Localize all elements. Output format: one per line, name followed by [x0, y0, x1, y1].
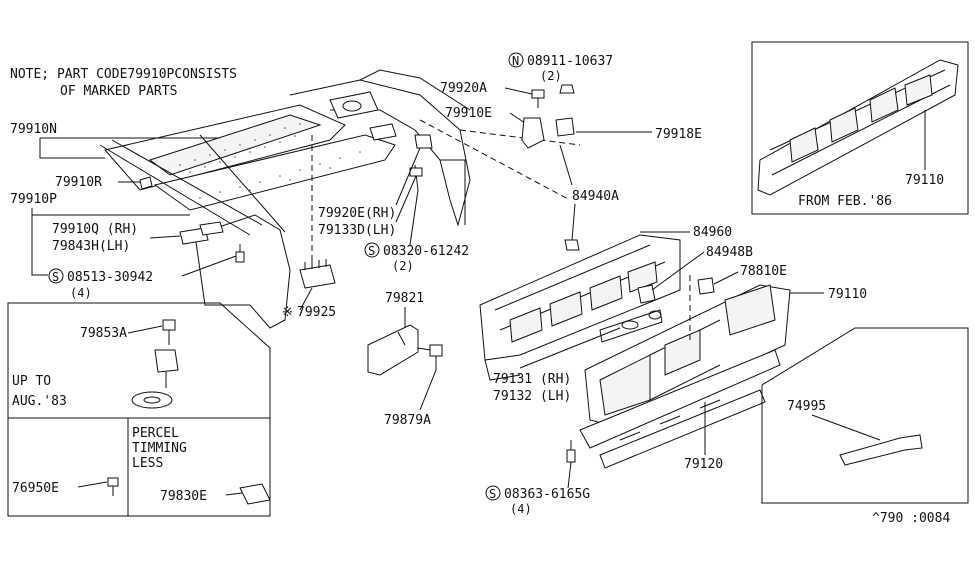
inset-percel-timming-less	[7, 417, 271, 517]
label-08911-prefix: N	[512, 54, 519, 68]
label-79131: 79131 (RH)	[493, 372, 571, 387]
label-08320-61242: 08320-61242	[383, 244, 469, 259]
label-79925-mark: ※	[282, 305, 293, 320]
label-08513-30942: 08513-30942	[67, 270, 153, 285]
bracket-79910E	[521, 117, 545, 149]
clip-84940A	[564, 239, 580, 251]
label-84948B: 84948B	[706, 245, 753, 260]
n-mark-08911	[508, 52, 524, 68]
label-79920A: 79920A	[440, 81, 487, 96]
label-08911-qty: (2)	[540, 69, 562, 83]
label-79910P: 79910P	[10, 192, 57, 207]
label-79132: 79132 (LH)	[493, 389, 571, 404]
label-79910E: 79910E	[445, 106, 492, 121]
s-mark-08320	[364, 242, 380, 258]
inset-feb86-caption: FROM FEB.'86	[798, 194, 892, 209]
s-mark-08363	[485, 485, 501, 501]
label-79843H: 79843H(LH)	[52, 239, 130, 254]
screw-78810E	[697, 277, 715, 295]
bracket-79821-assembly	[367, 324, 443, 376]
label-79133D: 79133D(LH)	[318, 223, 396, 238]
label-79910Q: 79910Q (RH)	[52, 222, 138, 237]
label-76950E: 76950E	[12, 481, 59, 496]
inset-74995	[761, 327, 969, 504]
parcel-shelf-assembly	[99, 69, 581, 329]
label-79925: 79925	[297, 305, 336, 320]
label-08363-qty: (4)	[510, 502, 532, 516]
label-08320-qty: (2)	[392, 259, 414, 273]
clip-79918E	[555, 117, 575, 137]
label-79853A: 79853A	[80, 326, 127, 341]
rear-panel-assembly	[479, 234, 791, 469]
inset-up-to-aug-83	[7, 302, 271, 419]
label-79920E: 79920E(RH)	[318, 206, 396, 221]
label-74995: 74995	[787, 399, 826, 414]
label-78810E: 78810E	[740, 264, 787, 279]
screw-08363	[566, 449, 576, 463]
inset-aug83-line2: AUG.'83	[12, 394, 67, 409]
label-84940A: 84940A	[572, 189, 619, 204]
label-08513-qty: (4)	[70, 286, 92, 300]
label-08363-prefix: S	[489, 487, 496, 501]
label-08320-prefix: S	[368, 244, 375, 258]
diagram-code: ^790 :0084	[872, 511, 950, 526]
label-84960: 84960	[693, 225, 732, 240]
inset-feb86-part: 79110	[905, 173, 944, 188]
label-08363-6165G: 08363-6165G	[504, 487, 590, 502]
label-79910R: 79910R	[55, 175, 102, 190]
clip-84948B	[637, 284, 656, 304]
label-79879A: 79879A	[384, 413, 431, 428]
inset-percel-line3: LESS	[132, 456, 163, 471]
label-08513-prefix: S	[52, 270, 59, 284]
label-08911-10637: 08911-10637	[527, 54, 613, 69]
note-line-1: NOTE; PART CODE79910PCONSISTS	[10, 67, 237, 82]
inset-percel-line2: TIMMING	[132, 441, 187, 456]
inset-aug83-line1: UP TO	[12, 374, 51, 389]
label-79910N: 79910N	[10, 122, 57, 137]
label-79821: 79821	[385, 291, 424, 306]
note-line-2: OF MARKED PARTS	[60, 84, 177, 99]
s-mark-08513	[48, 268, 64, 284]
inset-percel-line1: PERCEL	[132, 426, 179, 441]
label-79918E: 79918E	[655, 127, 702, 142]
label-79830E: 79830E	[160, 489, 207, 504]
inset-from-feb-86	[751, 41, 969, 215]
nut-08911	[559, 84, 575, 94]
label-79110: 79110	[828, 287, 867, 302]
label-79120: 79120	[684, 457, 723, 472]
bolt-79920A	[531, 89, 545, 99]
